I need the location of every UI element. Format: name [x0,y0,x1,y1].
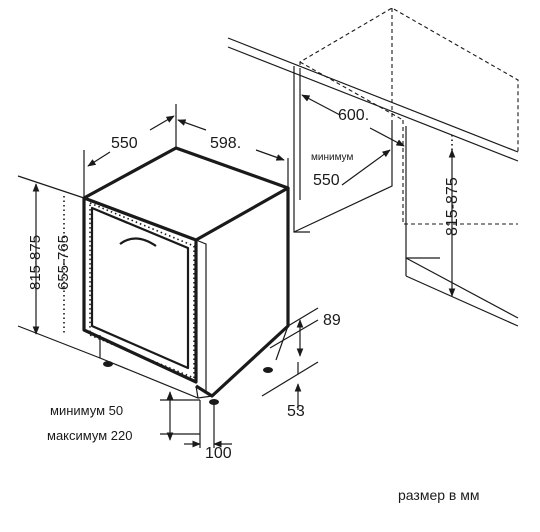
label-minimum: минимум [311,152,353,163]
dim-niche-width: 600. [301,94,405,147]
dim-plinth-53: 53 [261,361,319,420]
niche [227,7,519,327]
label-53: 53 [287,403,305,420]
dim-foot-100: 100 [184,400,232,462]
dim-depth-550: 550 [83,104,177,198]
dim-width-598: 598. [177,119,289,188]
dim-height-655-765: 655-765 [55,196,72,334]
dim-niche-height: 815-875 [444,135,461,297]
label-550: 550 [111,135,138,152]
dim-plinth-89: 89 [269,307,341,357]
label-815-875: 815-875 [27,235,44,290]
label-600: 600. [338,107,369,124]
dishwasher [82,146,290,405]
handle-icon [119,237,157,247]
label-100: 100 [205,445,232,462]
label-655-765: 655-765 [55,235,72,290]
foot-icon [103,361,273,405]
label-niche-550: 550 [313,172,340,189]
label-maximum-220: максимум 220 [47,428,132,443]
units-note: размер в мм [398,487,480,503]
label-598: 598. [210,135,241,152]
label-89: 89 [323,312,341,329]
dim-foot-height: минимум 50 максимум 220 [47,391,200,443]
dim-height-815-875: 815-875 [17,175,101,359]
dim-niche-depth: минимум 550 [311,149,391,189]
label-niche-815-875: 815-875 [444,177,461,236]
label-minimum-50: минимум 50 [50,403,123,418]
